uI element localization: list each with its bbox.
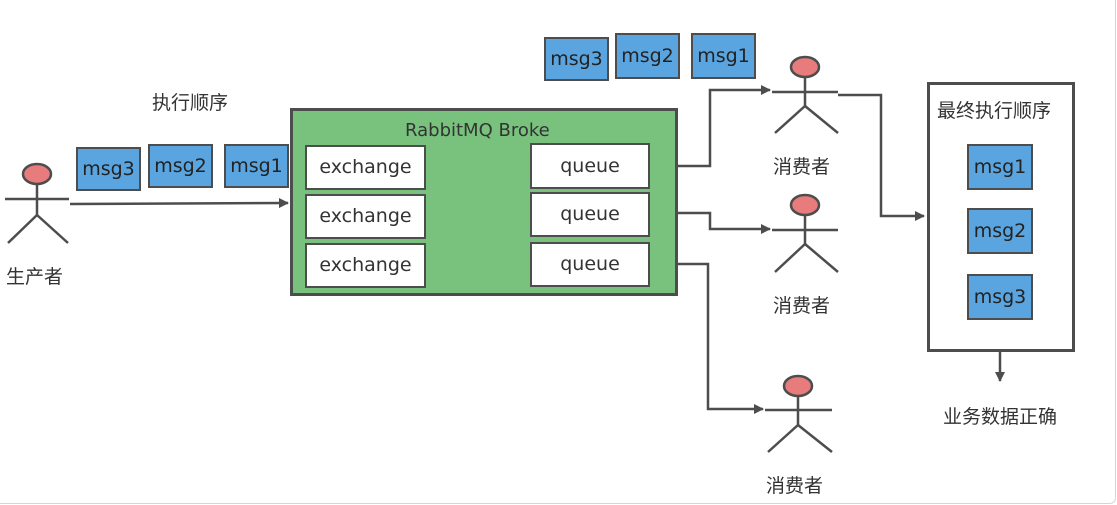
queue-consumer-arrow-3 — [650, 262, 764, 414]
queue-box: queue — [530, 242, 650, 287]
final-msg-box: msg2 — [967, 208, 1033, 254]
final-order-title: 最终执行顺序 — [937, 100, 1052, 122]
producer-msg-box: msg3 — [76, 147, 141, 191]
consumer-figure-2 — [772, 193, 839, 273]
producer-msg-box: msg2 — [148, 144, 213, 188]
exchange-box: exchange — [305, 243, 426, 288]
exchange-box: exchange — [305, 194, 426, 239]
execution-order-label: 执行顺序 — [152, 92, 229, 114]
queue-consumer-arrow-2 — [650, 211, 771, 234]
consumer-label: 消费者 — [773, 156, 831, 178]
producer-figure — [5, 162, 69, 244]
final-msg-box: msg1 — [967, 144, 1033, 190]
consumer-figure-1 — [772, 55, 839, 134]
exchange-box: exchange — [305, 145, 426, 190]
broker-title: RabbitMQ Broke — [405, 120, 550, 141]
queue-consumer-arrow-1 — [650, 85, 771, 168]
result-label: 业务数据正确 — [943, 406, 1058, 428]
queue-box: queue — [530, 192, 650, 237]
consumer-label: 消费者 — [766, 475, 824, 497]
final-msg-box: msg3 — [967, 274, 1033, 320]
producer-arrow — [69, 198, 289, 209]
consumer-msg-box: msg2 — [615, 33, 680, 79]
queue-box: queue — [530, 143, 650, 189]
producer-msg-box: msg1 — [224, 144, 289, 188]
consumer-label: 消费者 — [773, 295, 831, 317]
consumer-figure-3 — [765, 374, 833, 453]
consumer-msg-box: msg3 — [544, 37, 609, 81]
producer-label: 生产者 — [6, 266, 64, 288]
consumer-final-arrow — [838, 93, 925, 221]
consumer-msg-box: msg1 — [691, 33, 756, 79]
